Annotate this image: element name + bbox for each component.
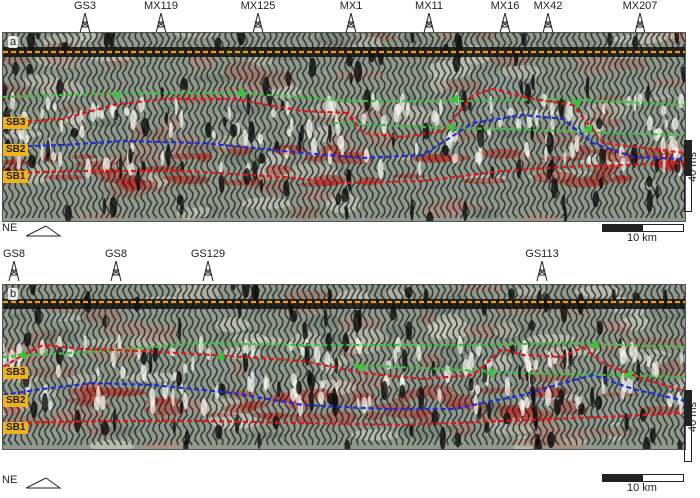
well-mx11: MX11 [399, 0, 459, 33]
well-label: GS8 [2, 248, 25, 260]
well-derrick-icon [499, 13, 511, 33]
well-mx42: MX42 [518, 0, 578, 33]
sb1-label: SB1 [3, 422, 29, 434]
vertical-scale-b: 40 ms [684, 390, 699, 470]
sb2-label: SB2 [3, 144, 29, 156]
well-label: MX11 [415, 0, 443, 12]
well-gs8-first: GS8 [0, 248, 44, 281]
panel-label: a [8, 36, 19, 48]
well-derrick-icon [110, 261, 122, 281]
well-label: MX1 [339, 0, 363, 12]
well-label: GS8 [104, 248, 127, 260]
vertical-scale-label: 40 ms [687, 152, 699, 182]
well-derrick-icon [423, 13, 435, 33]
well-label: GS3 [73, 0, 96, 12]
north-east-arrow-icon [26, 477, 62, 489]
well-mx16: MX16 [475, 0, 535, 33]
well-mx1: MX1 [321, 0, 381, 33]
well-derrick-icon [155, 13, 167, 33]
seismic-section-b [3, 285, 685, 449]
well-derrick-icon [345, 13, 357, 33]
well-gs129: GS129 [178, 248, 238, 281]
sb2-label: SB2 [3, 395, 29, 407]
well-derrick-icon [202, 261, 214, 281]
direction-label: NE [2, 222, 18, 234]
direction-label: NE [2, 474, 18, 486]
well-derrick-icon [252, 13, 264, 33]
well-label: MX16 [490, 0, 520, 12]
well-label: GS129 [190, 248, 226, 260]
horizontal-scale-label: 10 km [627, 482, 657, 494]
seismic-panel-a: a SB3 SB2 SB1 [2, 32, 686, 222]
well-gs113: GS113 [512, 248, 572, 281]
sb1-label: SB1 [3, 171, 29, 183]
well-label: MX119 [143, 0, 179, 12]
well-mx207: MX207 [610, 0, 670, 33]
well-mx119: MX119 [131, 0, 191, 33]
sb3-label: SB3 [3, 117, 29, 129]
seismic-panel-b: b SB3 SB2 SB1 [2, 284, 686, 450]
sb3-label: SB3 [3, 367, 29, 379]
well-derrick-icon [8, 261, 20, 281]
well-label: MX207 [622, 0, 658, 12]
well-gs8-second: GS8 [86, 248, 146, 281]
panel-label: b [8, 288, 19, 300]
well-derrick-icon [79, 13, 91, 33]
well-derrick-icon [542, 13, 554, 33]
vertical-scale-a: 40 ms [684, 140, 699, 220]
north-east-arrow-icon [26, 225, 62, 237]
seismic-section-a [3, 33, 685, 221]
well-label: MX42 [533, 0, 563, 12]
vertical-scale-label: 40 ms [687, 402, 699, 432]
well-label: GS113 [525, 248, 559, 260]
well-label: MX125 [240, 0, 276, 12]
well-gs3: GS3 [55, 0, 115, 33]
well-derrick-icon [634, 13, 646, 33]
well-mx125: MX125 [228, 0, 288, 33]
horizontal-scale-label: 10 km [627, 232, 657, 244]
well-derrick-icon [536, 261, 548, 281]
